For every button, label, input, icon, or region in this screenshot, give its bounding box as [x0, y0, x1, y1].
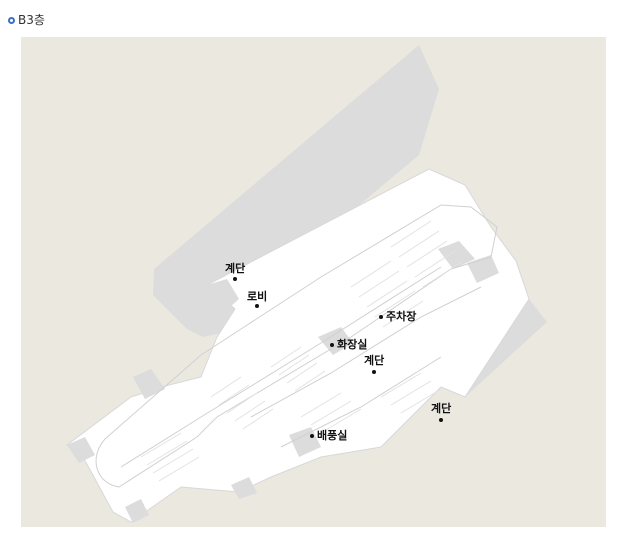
- building-block-north: [153, 45, 439, 337]
- poi-dot-stairs-2: [372, 370, 376, 374]
- parking-stalls: [140, 220, 464, 482]
- poi-dot-parking: [379, 315, 383, 319]
- poi-dot-restroom: [330, 343, 334, 347]
- poi-label-stairs-1: 계단: [225, 262, 246, 275]
- poi-label-lobby: 로비: [247, 290, 268, 303]
- floor-bullet-icon: [8, 16, 15, 24]
- poi-label-ventilation: 배풍실: [317, 429, 348, 442]
- poi-label-stairs-2: 계단: [364, 354, 385, 367]
- floor-map[interactable]: 계단 로비 주차장 화장실 계단 계단 배풍실: [21, 37, 606, 527]
- floor-header: B3층: [8, 11, 45, 29]
- core-block-left: [133, 369, 165, 399]
- core-block-bottom: [231, 477, 257, 499]
- poi-dot-ventilation: [310, 434, 314, 438]
- poi-label-stairs-3: 계단: [431, 402, 452, 415]
- poi-label-restroom: 화장실: [337, 338, 368, 351]
- core-block-restroom: [318, 327, 353, 355]
- poi-label-parking: 주차장: [386, 310, 417, 323]
- core-block-right: [438, 241, 475, 269]
- stair-core-upper: [207, 279, 239, 315]
- core-block-south: [125, 499, 149, 523]
- drive-lanes: [95, 204, 498, 488]
- poi-dot-stairs-1: [233, 277, 237, 281]
- core-block-left-2: [67, 437, 95, 463]
- poi-dot-stairs-3: [439, 418, 443, 422]
- poi-dot-lobby: [255, 304, 259, 308]
- floor-label: B3층: [18, 13, 45, 27]
- floor-plan-drawing: [66, 45, 547, 523]
